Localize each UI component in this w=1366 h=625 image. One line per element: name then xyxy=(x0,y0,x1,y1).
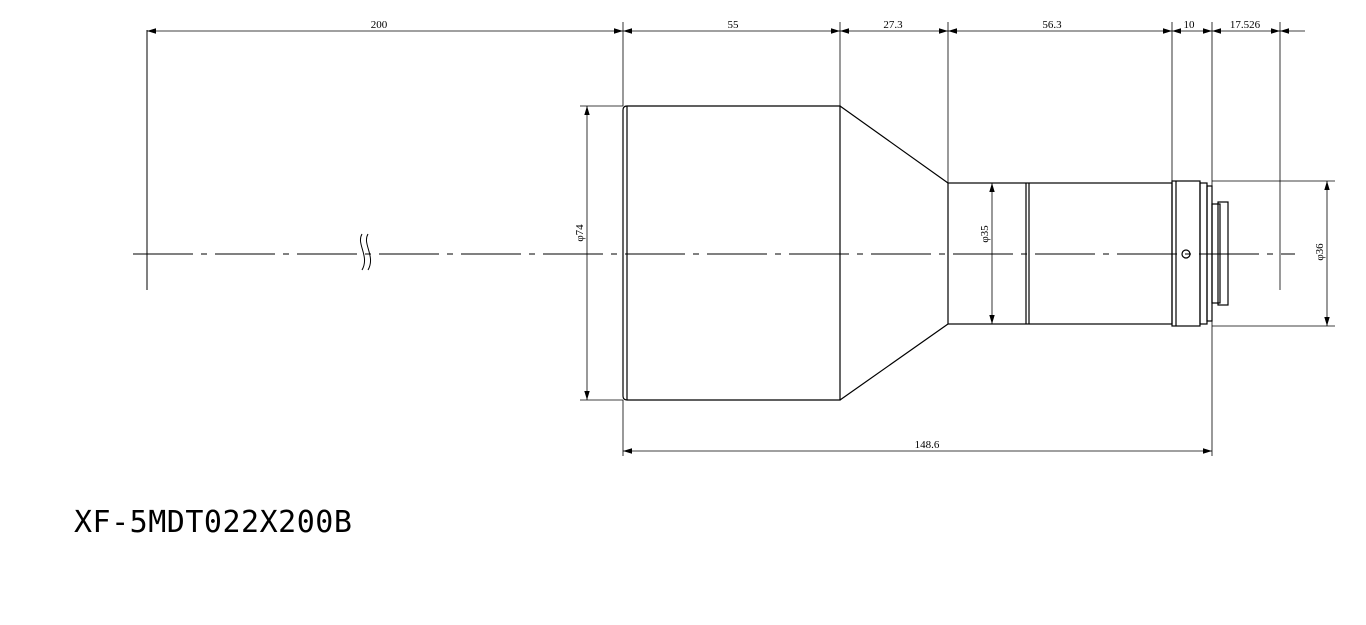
dim-front-barrel-length: 55 xyxy=(728,19,740,31)
mount-thread xyxy=(1211,203,1221,304)
extension-lines xyxy=(580,22,1335,456)
dim-front-diameter: φ74 xyxy=(574,224,586,242)
dim-working-distance: 200 xyxy=(371,19,388,31)
front-barrel xyxy=(622,105,841,401)
dim-mid-barrel-length: 56.3 xyxy=(1042,19,1062,31)
set-screw-hole xyxy=(1181,249,1191,259)
dim-mount-diameter: φ36 xyxy=(1314,243,1326,261)
dim-cone-length: 27.3 xyxy=(883,19,903,31)
cone-section xyxy=(839,105,949,401)
model-name: XF-5MDT022X200B xyxy=(74,505,353,540)
dim-mount-length: 10 xyxy=(1184,19,1196,31)
dimension-lines xyxy=(147,28,1330,454)
lens-body xyxy=(622,105,1229,401)
break-symbol xyxy=(360,233,372,271)
dim-mid-diameter: φ35 xyxy=(979,225,991,243)
dim-total-length: 148.6 xyxy=(915,439,940,451)
dim-flange-back: 17.526 xyxy=(1230,19,1261,31)
